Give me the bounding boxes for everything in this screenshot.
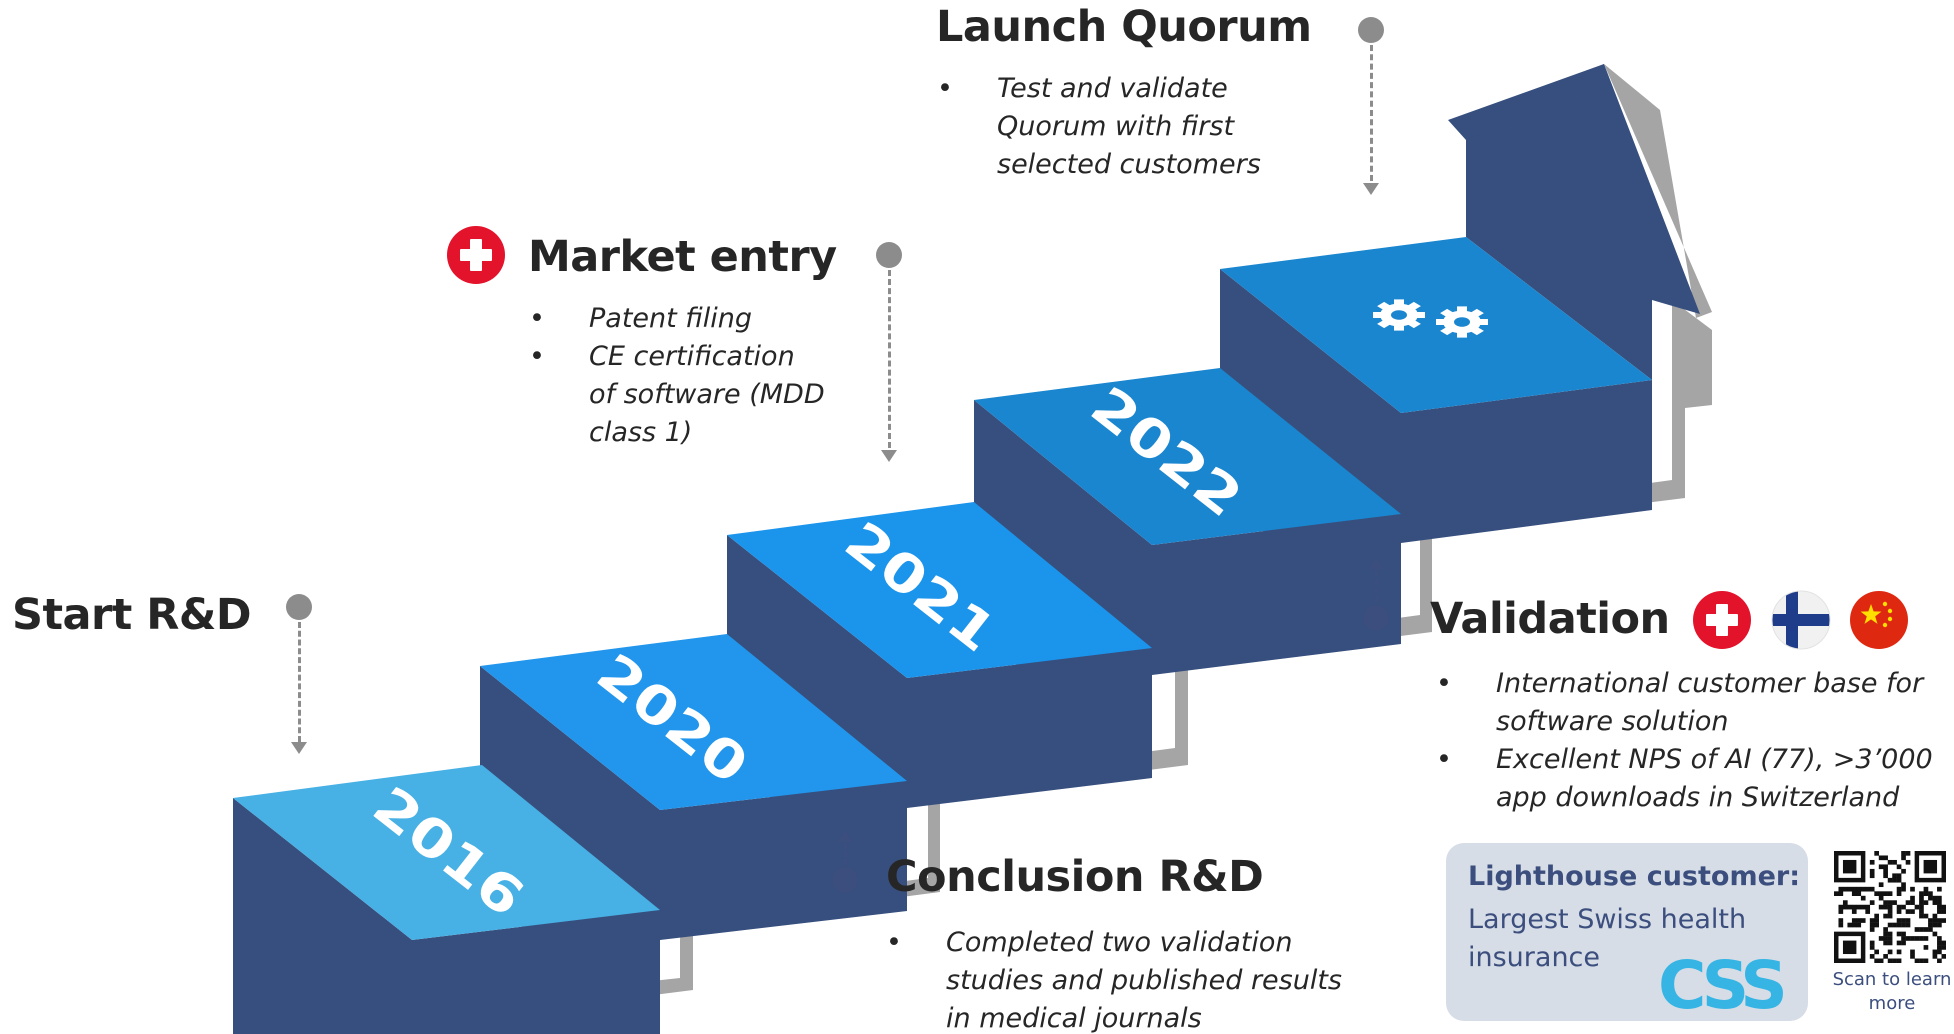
conclusion-rd-arrow [837, 830, 853, 842]
lighthouse-title: Lighthouse customer: [1468, 861, 1801, 892]
launch-quorum-arrow [1363, 183, 1379, 195]
conclusion-rd-marker-dot [832, 867, 858, 893]
stair-tread-3 [974, 368, 1401, 545]
lighthouse-customer-box: Lighthouse customer: Largest Swiss healt… [1446, 843, 1808, 1024]
market-entry-bullet: Patent filing [529, 300, 829, 338]
conclusion-rd-connector [844, 843, 847, 865]
conclusion-rd-bullets: Completed two validation studies and pub… [886, 924, 1356, 1034]
finland-flag-icon [1771, 590, 1831, 650]
market-entry-arrow [881, 450, 897, 462]
market-entry-title: Market entry [528, 232, 837, 282]
start-rd-title: Start R&D [12, 590, 252, 640]
stair-tread-0 [233, 765, 660, 940]
launch-quorum-title: Launch Quorum [936, 2, 1312, 52]
conclusion-rd-title: Conclusion R&D [886, 852, 1264, 902]
china-flag-icon [1850, 591, 1908, 649]
css-logo: CSS [1658, 947, 1788, 1024]
start-rd-connector [298, 622, 301, 742]
launch-quorum-marker-dot [1358, 17, 1384, 43]
launch-quorum-bullet: Test and validate Quorum with first sele… [937, 70, 1277, 184]
qr-caption: Scan to learn more [1832, 969, 1952, 1014]
switzerland-flag-icon [1693, 591, 1751, 649]
gear-icon [1436, 306, 1488, 338]
validation-bullets: International customer base for software… [1436, 665, 1946, 817]
validation-marker-dot [1363, 605, 1389, 631]
switzerland-flag-icon [447, 226, 505, 284]
launch-quorum-bullets: Test and validate Quorum with first sele… [937, 70, 1277, 184]
start-rd-arrow [291, 742, 307, 754]
validation-bullet: Excellent NPS of AI (77), >3’000 app dow… [1436, 741, 1946, 817]
start-rd-marker-dot [286, 594, 312, 620]
validation-connector [1375, 570, 1378, 602]
gear-icon [1373, 299, 1425, 331]
validation-bullet: International customer base for software… [1436, 665, 1946, 741]
lighthouse-description: Largest Swiss health insurance [1468, 904, 1747, 973]
market-entry-bullet: CE certification of software (MDD class … [529, 338, 829, 452]
stair-tread-2 [727, 502, 1152, 678]
market-entry-marker-dot [876, 242, 902, 268]
conclusion-rd-bullet: Completed two validation studies and pub… [886, 924, 1356, 1034]
market-entry-connector [888, 270, 891, 448]
launch-quorum-connector [1370, 45, 1373, 181]
market-entry-bullets: Patent filing CE certification of softwa… [529, 300, 829, 452]
validation-arrow [1368, 557, 1384, 569]
stair-tread-1 [480, 634, 907, 810]
validation-title: Validation [1430, 594, 1670, 644]
qr-code-icon[interactable] [1834, 851, 1946, 963]
